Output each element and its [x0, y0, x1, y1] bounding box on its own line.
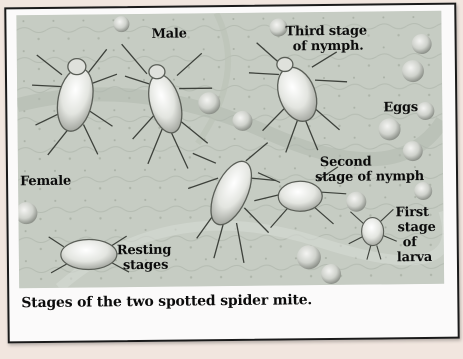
- label-first-stage-line1: First: [395, 206, 428, 219]
- label-resting-line1: Resting: [117, 244, 172, 258]
- mite-illustration: [16, 11, 444, 288]
- label-first-stage-line4: larva: [397, 251, 432, 264]
- figure-card: Male Third stage of nymph. Eggs Female S…: [4, 3, 459, 344]
- label-resting-line2: stages: [123, 259, 168, 272]
- label-second-stage-line2: stage of nymph: [315, 170, 424, 184]
- label-third-stage-line2: of nymph.: [293, 40, 364, 54]
- figure-caption: Stages of the two spotted spider mite.: [21, 292, 312, 311]
- label-first-stage-line2: stage: [398, 221, 436, 234]
- label-male: Male: [151, 27, 186, 40]
- label-first-stage-line3: of: [403, 236, 417, 249]
- label-second-stage-line1: Second: [320, 156, 372, 170]
- label-eggs: Eggs: [383, 101, 418, 114]
- spider-mite-photo: Male Third stage of nymph. Eggs Female S…: [16, 11, 444, 288]
- label-third-stage-line1: Third stage: [285, 25, 367, 39]
- label-female: Female: [20, 175, 71, 189]
